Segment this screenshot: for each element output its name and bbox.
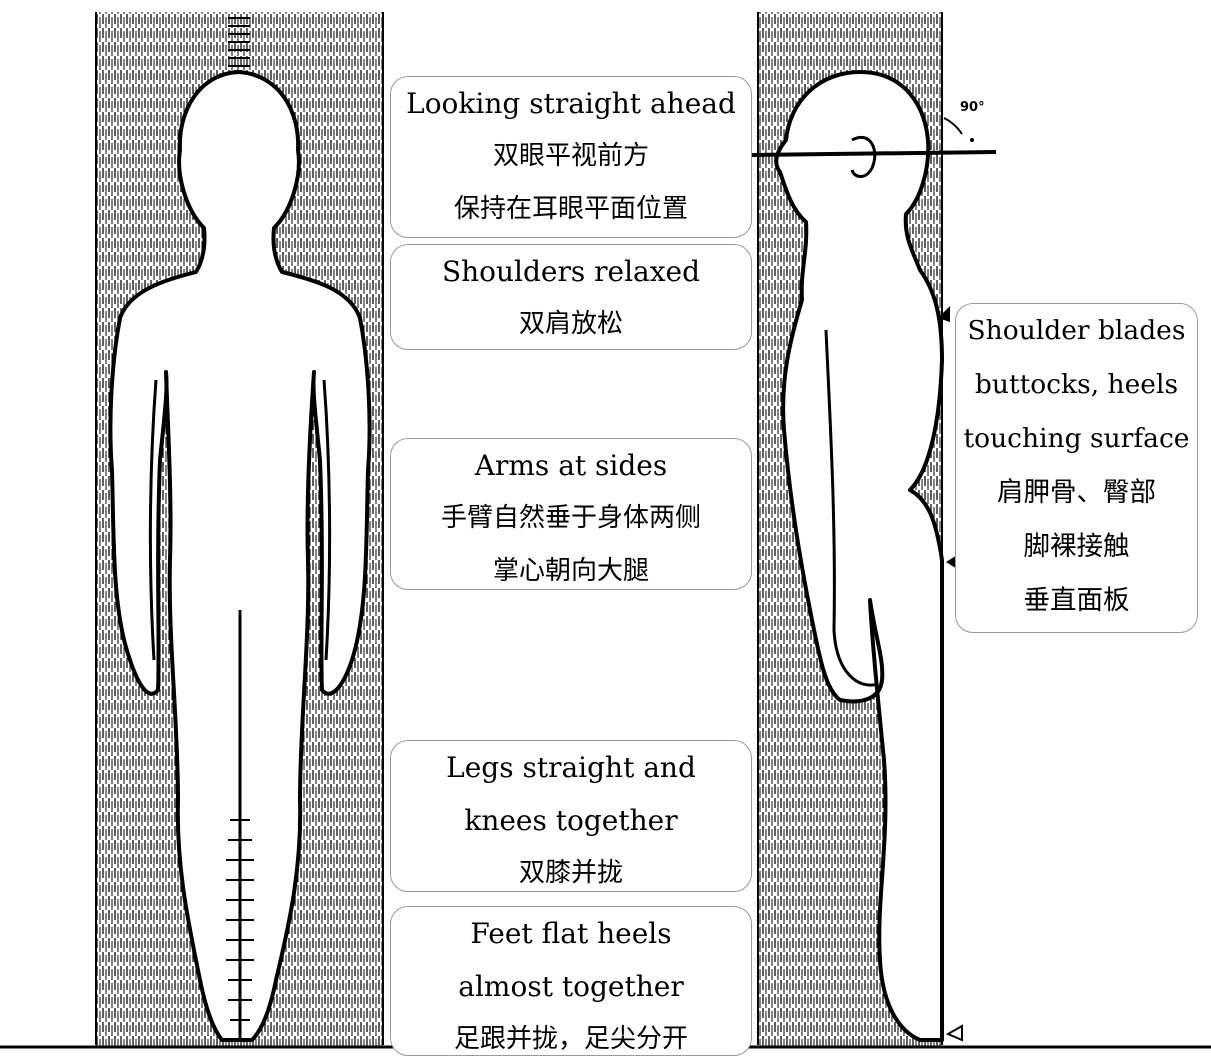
annotation-line: buttocks, heels xyxy=(974,369,1179,400)
front-right-arm-contour xyxy=(322,379,332,661)
annotation-line: 掌心朝向大腿 xyxy=(492,556,649,586)
annotation-legs-straight: Legs straight and knees together 双膝并拢 xyxy=(390,740,752,892)
side-ear xyxy=(850,136,877,178)
annotation-line: 手臂自然垂于身体两侧 xyxy=(440,503,701,533)
annotation-back-contact: Shoulder blades buttocks, heels touching… xyxy=(955,303,1198,633)
annotation-arms-at-sides: Arms at sides 手臂自然垂于身体两侧 掌心朝向大腿 xyxy=(390,438,752,590)
front-scale-marks xyxy=(226,17,254,1021)
angle-arc xyxy=(943,117,963,135)
annotation-looking-ahead: Looking straight ahead 双眼平视前方 保持在耳眼平面位置 xyxy=(390,76,752,238)
annotation-line: Shoulder blades xyxy=(967,315,1186,346)
shoulder-contact-marker xyxy=(938,306,950,322)
annotation-line: Arms at sides xyxy=(474,449,668,482)
annotation-feet-flat: Feet flat heels almost together 足跟并拢，足尖分… xyxy=(390,906,752,1056)
annotation-line: almost together xyxy=(458,970,684,1003)
annotation-line: touching surface xyxy=(963,423,1190,454)
annotation-line: 足跟并拢，足尖分开 xyxy=(453,1024,688,1054)
side-body-silhouette xyxy=(774,70,944,1042)
annotation-line: 双眼平视前方 xyxy=(492,141,649,171)
angle-dot xyxy=(970,138,974,142)
front-body-silhouette xyxy=(108,70,372,1042)
heel-contact-marker xyxy=(945,1024,963,1042)
annotation-shoulders-relaxed: Shoulders relaxed 双肩放松 xyxy=(390,244,752,350)
annotation-line: 保持在耳眼平面位置 xyxy=(453,194,688,224)
annotation-line: Looking straight ahead xyxy=(406,87,736,120)
side-arm-contour xyxy=(824,329,879,687)
annotation-line: 双肩放松 xyxy=(518,309,623,339)
annotation-line: 肩胛骨、臀部 xyxy=(997,477,1156,508)
angle-label: 90° xyxy=(960,100,985,115)
frankfort-plane-line xyxy=(751,150,997,157)
annotation-line: 双膝并拢 xyxy=(518,858,623,888)
annotation-line: Feet flat heels xyxy=(470,917,672,950)
annotation-line: Shoulders relaxed xyxy=(441,255,701,288)
annotation-line: knees together xyxy=(464,804,678,837)
front-left-arm-contour xyxy=(148,379,158,661)
annotation-line: Legs straight and xyxy=(446,751,696,784)
annotation-line: 脚裸接触 xyxy=(1023,531,1130,562)
annotation-line: 垂直面板 xyxy=(1023,585,1130,616)
